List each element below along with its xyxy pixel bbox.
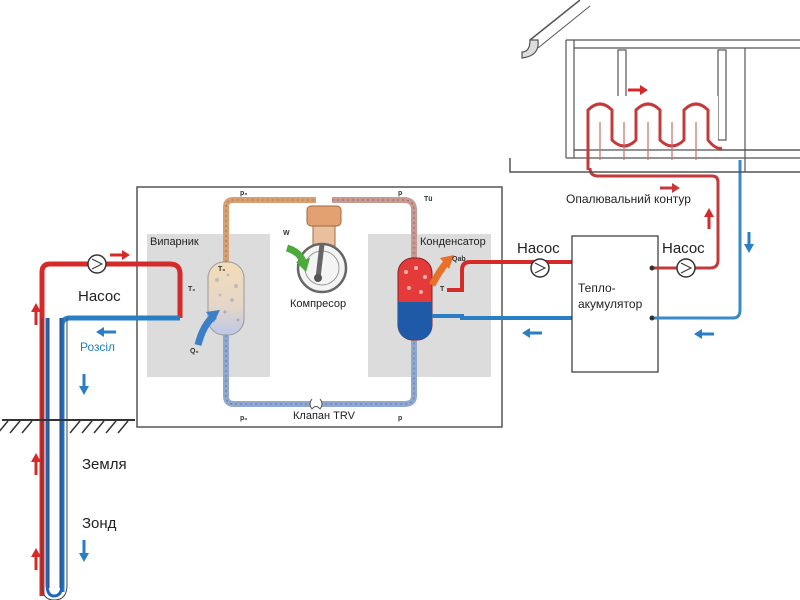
accumulator-label: Тепло- акумулятор xyxy=(578,281,643,311)
te-label: T₀ xyxy=(188,286,196,293)
w-label: W xyxy=(283,230,290,237)
p0-top-label: p₀ xyxy=(240,190,248,197)
condenser-pump-label: Насос xyxy=(517,240,560,257)
pump-brine xyxy=(87,254,107,274)
t0-inside-label: T₀ xyxy=(218,266,226,273)
p-bottom-label: p xyxy=(398,415,403,422)
q0-label: Q₀ xyxy=(190,348,199,355)
brine-supply-pipe xyxy=(39,261,183,596)
p0-bottom-label: p₀ xyxy=(240,415,248,422)
brine-label: Розсіл xyxy=(80,340,116,354)
evaporator-vessel xyxy=(207,261,245,336)
tu-label: Tü xyxy=(424,196,433,203)
floor-heating-coil xyxy=(586,102,723,170)
p-top-label: p xyxy=(398,190,403,197)
ground-probe xyxy=(45,318,64,598)
pump-heating xyxy=(676,258,696,278)
qab-label: Qab xyxy=(452,256,466,263)
compressor-head xyxy=(306,205,342,227)
brine-pump-label: Насос xyxy=(78,288,121,305)
trv-valve-label: Клапан TRV xyxy=(293,410,355,422)
ground-label: Земля xyxy=(82,456,127,473)
heating-supply-pipe xyxy=(588,167,720,270)
heating-return-pipe xyxy=(652,160,742,320)
compressor-label: Компресор xyxy=(290,298,347,310)
condenser-hot-pipe xyxy=(447,260,578,292)
probe-label: Зонд xyxy=(82,515,117,532)
trv-valve xyxy=(309,398,323,410)
evaporator-label: Випарник xyxy=(150,236,199,248)
condenser-return-pipe xyxy=(432,314,578,320)
pump-condenser xyxy=(530,258,550,278)
heating-circuit-label: Опалювальний контур xyxy=(566,192,691,206)
heating-pump-label: Насос xyxy=(662,240,705,257)
condenser-label: Конденсатор xyxy=(420,236,486,248)
t-cond-label: T xyxy=(440,286,445,293)
heat-accumulator xyxy=(571,235,659,373)
